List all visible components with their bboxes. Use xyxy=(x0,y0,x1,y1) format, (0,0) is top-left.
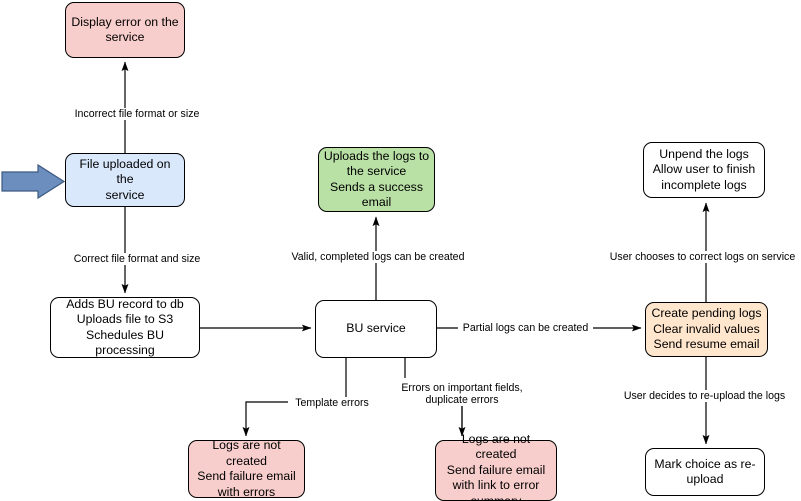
edge-label-correct-format: Correct file format and size xyxy=(47,253,227,265)
node-unpend-logs[interactable]: Unpend the logs Allow user to finish inc… xyxy=(643,142,765,198)
node-bu-service[interactable]: BU service xyxy=(315,300,437,358)
edge-label-template-errors: Template errors xyxy=(288,397,376,409)
node-display-error[interactable]: Display error on the service xyxy=(65,2,185,58)
edge-label-errors-important-fields: Errors on important fields, duplicate er… xyxy=(388,382,536,406)
node-mark-choice[interactable]: Mark choice as re- upload xyxy=(645,448,765,496)
start-arrow-icon xyxy=(1,163,66,200)
node-adds-bu-record[interactable]: Adds BU record to db Uploads file to S3 … xyxy=(50,297,200,358)
node-uploads-logs[interactable]: Uploads the logs to the service Sends a … xyxy=(318,147,435,212)
node-logs-not-created-summary[interactable]: Logs are not created Send failure email … xyxy=(435,432,557,501)
node-create-pending-logs[interactable]: Create pending logs Clear invalid values… xyxy=(645,302,768,357)
node-logs-not-created-template[interactable]: Logs are not created Send failure email … xyxy=(188,438,305,499)
edge-label-user-decides-reupload: User decides to re-upload the logs xyxy=(617,390,792,402)
edge-label-partial-logs: Partial logs can be created xyxy=(458,322,593,334)
node-file-uploaded[interactable]: File uploaded on the service xyxy=(65,153,185,207)
edge-label-incorrect-format: Incorrect file format or size xyxy=(47,108,227,120)
edge-label-user-chooses-correct: User chooses to correct logs on service xyxy=(604,251,801,263)
edge-label-valid-completed: Valid, completed logs can be created xyxy=(278,251,478,263)
